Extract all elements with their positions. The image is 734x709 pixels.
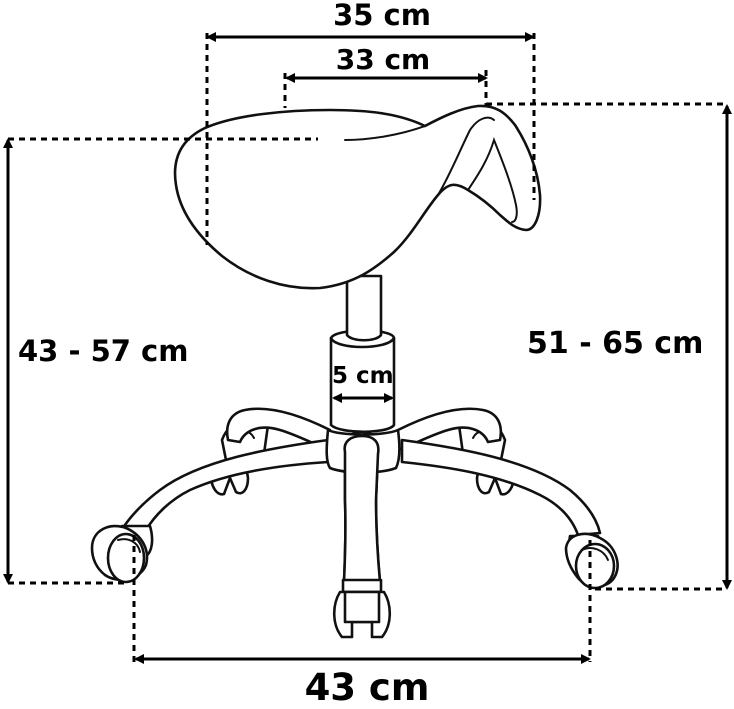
caster-front-right <box>564 532 619 590</box>
gas-column <box>329 274 396 433</box>
base-width-label: 43 cm <box>304 666 430 709</box>
seat-inner-width-label: 33 cm <box>335 43 431 76</box>
saddle-seat <box>173 104 542 290</box>
seat-height-label: 43 - 57 cm <box>18 334 189 368</box>
dimension-lines <box>3 32 732 664</box>
stool-illustration <box>90 104 619 639</box>
caster-front-center <box>332 578 392 639</box>
column-diameter-label: 5 cm <box>332 363 394 389</box>
seat-outer-width-label: 35 cm <box>333 0 431 32</box>
total-height-label: 51 - 65 cm <box>527 326 704 361</box>
caster-front-left <box>90 524 154 584</box>
